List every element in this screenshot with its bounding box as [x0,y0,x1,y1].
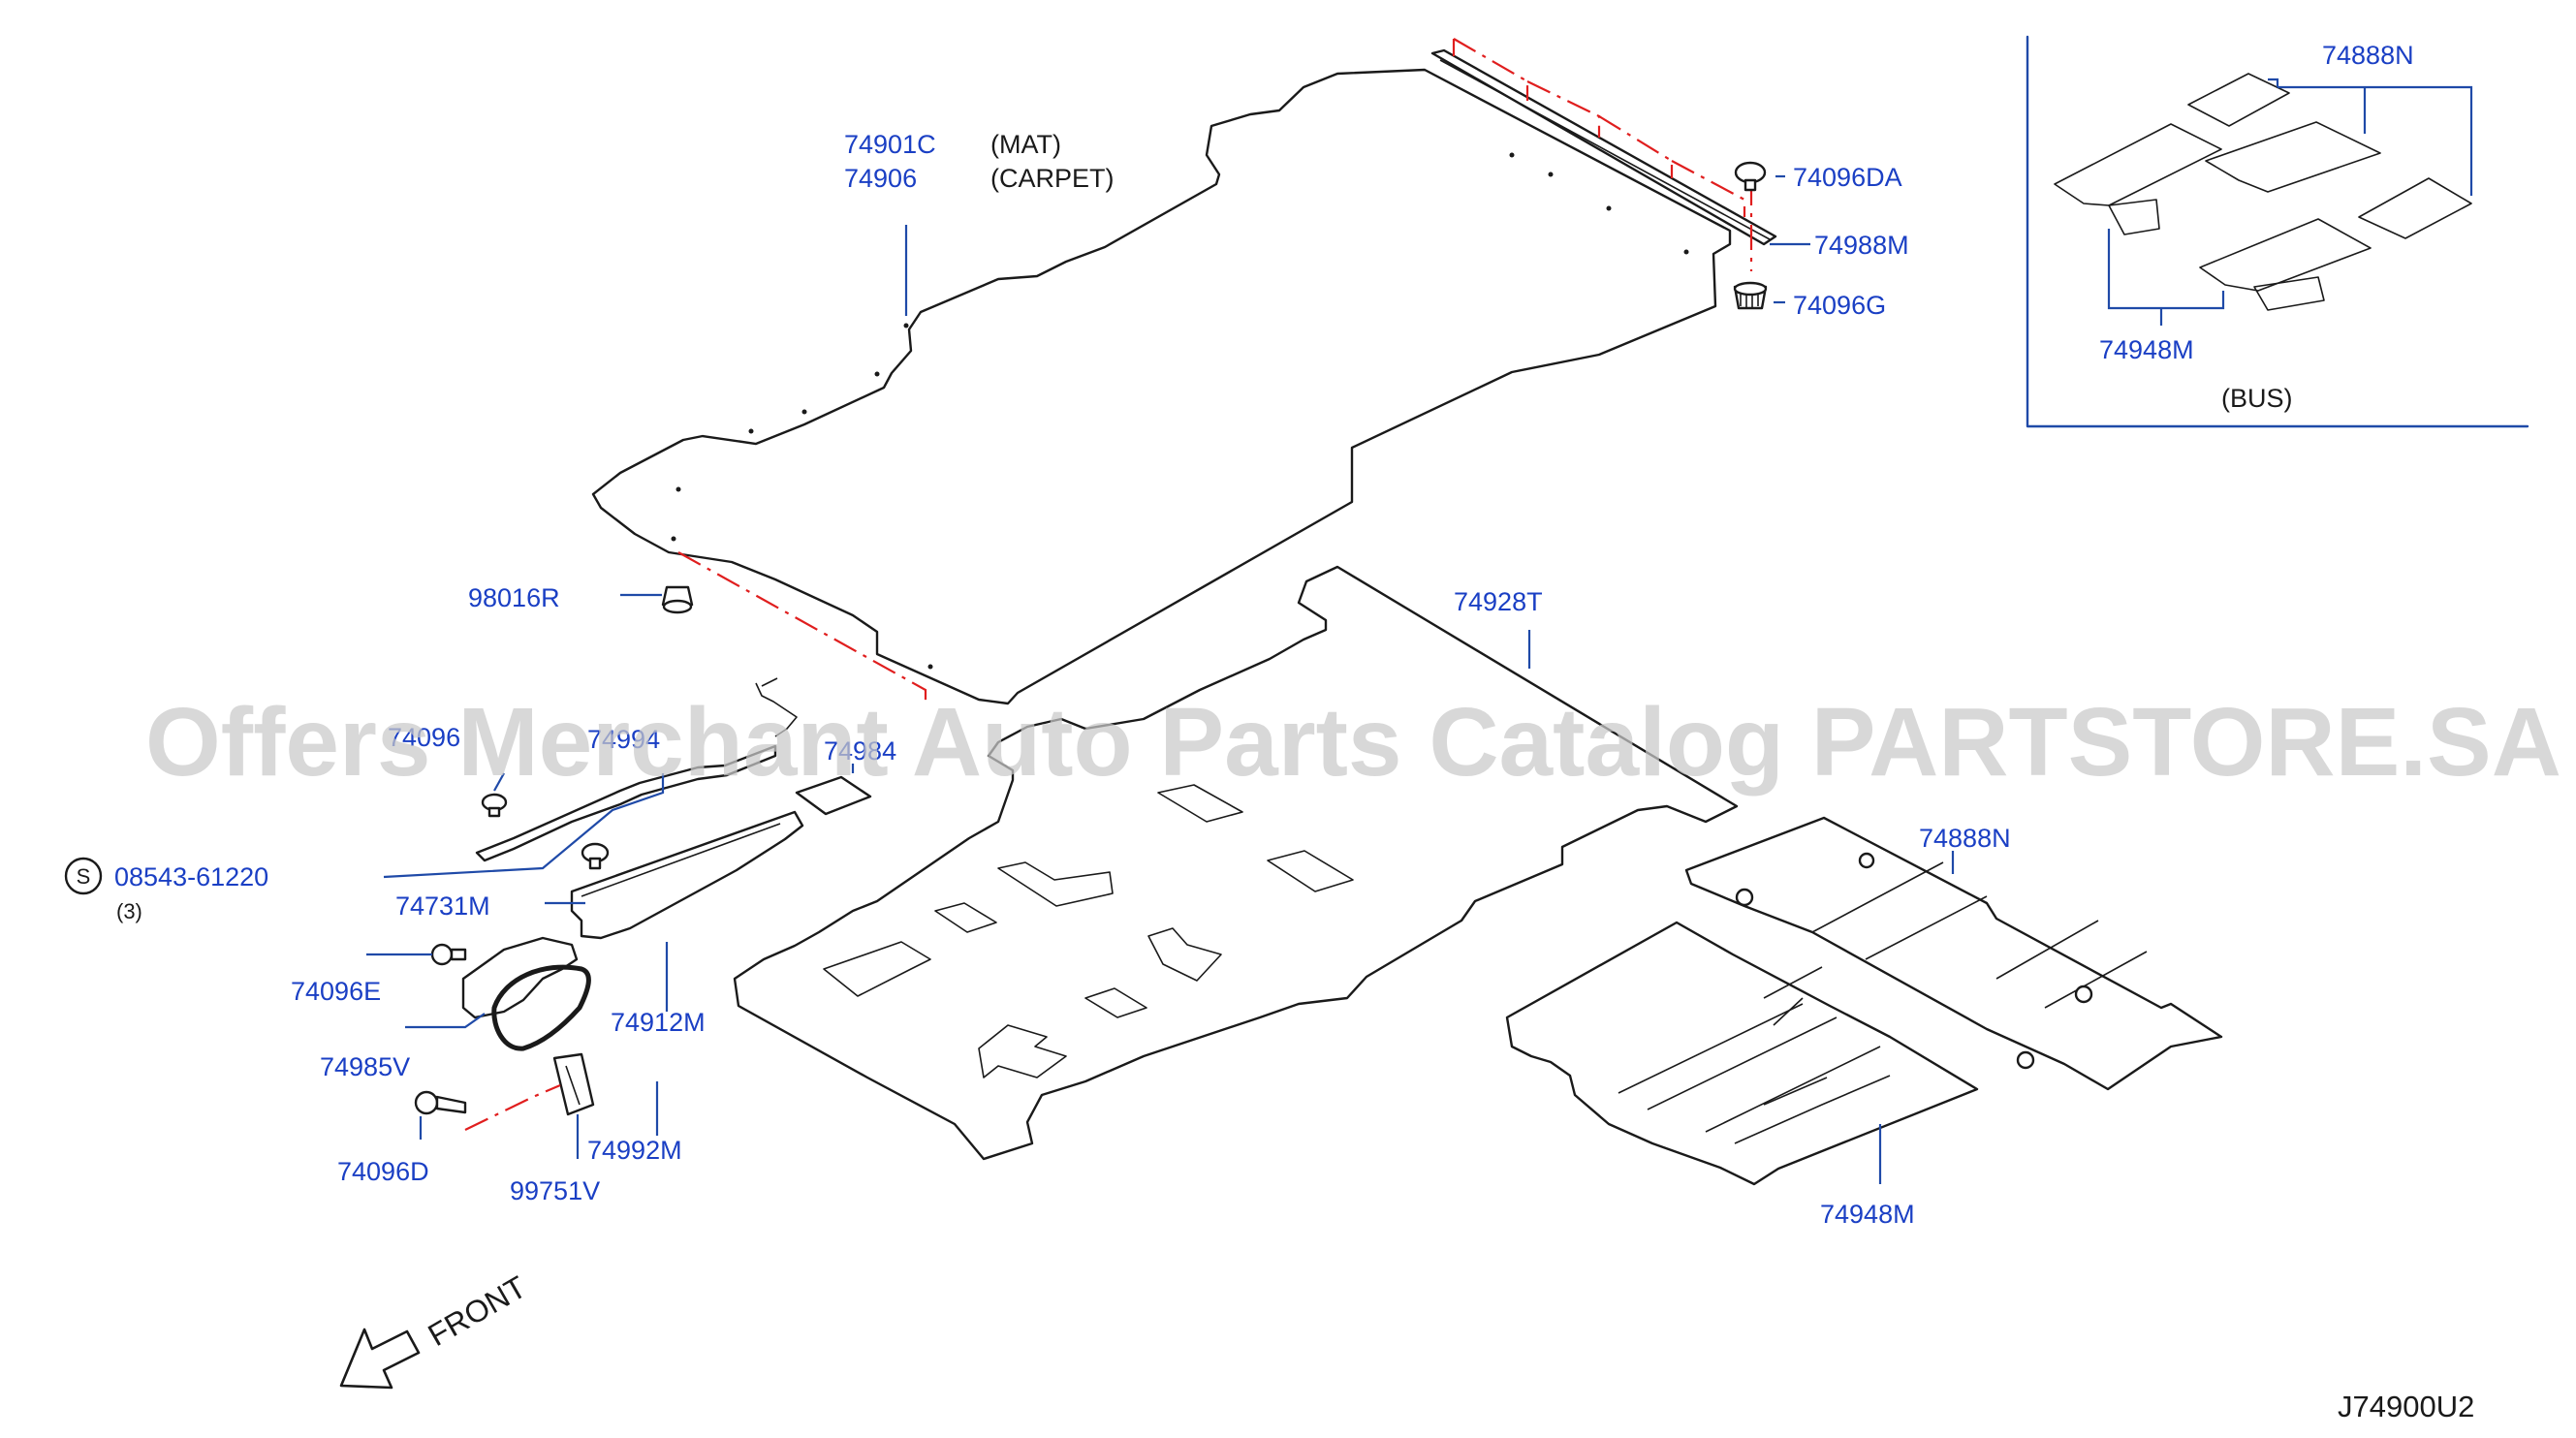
trim-74912M-panel[interactable] [570,810,804,940]
diagram-code: J74900U2 [2338,1390,2474,1423]
seal-74992M[interactable] [491,964,591,1051]
label-74096DA[interactable]: 74096DA [1793,163,1902,192]
s-symbol-letter: S [77,864,91,889]
clip-74096-partial-icon[interactable] [481,793,508,818]
leader-lines [366,174,1955,1184]
inset-bus-mat-74888N[interactable] [2187,73,2472,239]
label-74948M-main[interactable]: 74948M [1820,1200,1915,1229]
bolt-74096E-icon[interactable] [430,943,467,966]
label-74888N-inset[interactable]: 74888N [2322,41,2414,70]
clip-08543-icon[interactable] [581,842,610,870]
label-74928T[interactable]: 74928T [1454,587,1543,616]
note-mat: (MAT) [990,130,1061,159]
floor-mat-upper[interactable] [591,68,1732,705]
label-74096D[interactable]: 74096D [337,1157,429,1186]
rear-trim-strip[interactable] [1430,48,1777,246]
inset-leader-lines [2107,78,2473,326]
pad-74984-icon[interactable] [795,775,872,816]
bolt-phantom-line [464,1083,561,1131]
floor-panel-74928T[interactable] [733,565,1739,1161]
clip-98016R-icon[interactable] [661,585,694,614]
label-74096E[interactable]: 74096E [291,977,381,1006]
label-74985V[interactable]: 74985V [320,1052,410,1081]
note-carpet: (CARPET) [990,164,1115,193]
inset-bus-mat-74948M[interactable] [2054,123,2372,311]
bolt-74096D-icon[interactable] [414,1090,467,1115]
label-74096-partial[interactable]: 74096 [388,723,460,752]
clamp-99751V[interactable] [552,1052,595,1116]
label-74988M[interactable]: 74988M [1814,231,1909,260]
label-74906[interactable]: 74906 [844,164,917,193]
label-74096G[interactable]: 74096G [1793,291,1886,320]
clip-74096G-icon[interactable] [1733,281,1768,310]
service-symbol-s: S [64,857,103,895]
label-74901C[interactable]: 74901C [844,130,936,159]
front-arrow-icon [339,1328,421,1390]
bus-mat-74888N-set[interactable] [1684,816,2223,1091]
watermark-text: Offers Merchant Auto Parts Catalog PARTS… [145,688,2561,797]
trim-74994-strip[interactable] [475,677,798,862]
label-74994-partial[interactable]: 74994 [587,725,660,754]
bus-inset-box [2026,35,2529,428]
note-bus: (BUS) [2221,384,2293,413]
label-74888N-main[interactable]: 74888N [1919,824,2011,853]
label-98016R[interactable]: 98016R [468,583,560,612]
label-74731M[interactable]: 74731M [395,891,490,921]
clip-74096DA-icon[interactable] [1734,161,1767,192]
mat-edge-clip-holes [671,152,1689,670]
bus-mat-74948M-set[interactable] [1505,921,1979,1186]
front-mat-phantom-line [677,551,927,705]
label-08543-61220[interactable]: 08543-61220 [114,862,268,891]
label-front: FRONT [423,1269,532,1353]
strip-phantom-lines [1452,38,1753,271]
label-74912M[interactable]: 74912M [611,1008,706,1037]
label-74992M[interactable]: 74992M [587,1136,682,1165]
label-74984-partial[interactable]: 74984 [824,736,896,766]
label-qty-3: (3) [116,899,142,923]
label-99751V[interactable]: 99751V [510,1176,600,1205]
label-74948M-inset[interactable]: 74948M [2099,335,2194,364]
floor-panel-cutouts [823,784,1354,1078]
